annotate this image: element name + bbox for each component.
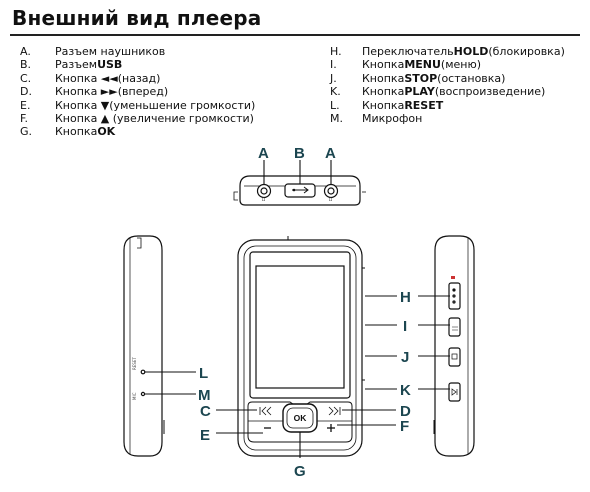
- legend-text: Кнопка: [362, 98, 405, 112]
- svg-text:Ω: Ω: [262, 197, 265, 202]
- legend-letter: J.: [330, 71, 337, 85]
- legend-text: Разъем наушников: [55, 45, 166, 58]
- device-top-view: Ω Ω: [233, 175, 366, 206]
- legend-letter: G.: [20, 125, 33, 139]
- legend-bold: STOP: [404, 71, 438, 85]
- prev-button-icon[interactable]: [259, 406, 272, 416]
- legend-item-k: K. Кнопка PLAY (воспроизведение): [330, 85, 565, 98]
- device-right-side-view: [433, 235, 475, 457]
- legend-item-f: F. Кнопка ▲ (увеличение громкости): [20, 112, 255, 125]
- callout-f: F: [400, 418, 409, 435]
- callout-a-left: A: [258, 145, 269, 162]
- legend-item-g: G. Кнопка OK: [20, 125, 255, 138]
- callout-h: H: [400, 289, 411, 306]
- callout-i: I: [403, 318, 407, 335]
- legend-item-e: E. Кнопка ▼(уменьшение громкости): [20, 99, 255, 112]
- legend-text: Кнопка ◄◄(назад): [55, 71, 161, 85]
- legend-letter: B.: [20, 58, 32, 72]
- legend-right-column: H. Переключатель HOLD (блокировка) I. Кноп…: [330, 45, 565, 125]
- legend-letter: L.: [330, 98, 340, 112]
- callout-d: D: [400, 403, 411, 420]
- volume-up-icon[interactable]: [327, 424, 335, 432]
- legend-bold: PLAY: [404, 85, 435, 99]
- legend-letter: F.: [20, 112, 29, 126]
- callout-c: C: [200, 403, 211, 420]
- mic-print: MIC: [132, 392, 137, 400]
- callout-l: L: [199, 365, 208, 382]
- legend-item-l: L. Кнопка RESET: [330, 99, 565, 112]
- legend-text: Кнопка: [362, 71, 405, 85]
- ok-button-label: OK: [294, 413, 308, 423]
- reset-button[interactable]: [140, 369, 146, 375]
- callout-e: E: [200, 427, 210, 444]
- page-title: Внешний вид плеера: [12, 6, 262, 30]
- legend-item-d: D. Кнопка ►►(вперед): [20, 85, 255, 98]
- legend-text: Кнопка: [362, 85, 405, 99]
- legend-letter: M.: [330, 112, 343, 126]
- legend-letter: H.: [330, 45, 342, 58]
- usb-port-icon: [284, 183, 316, 198]
- top-leader-lines: [263, 160, 332, 184]
- device-screen: [255, 265, 345, 389]
- legend-text: Кнопка ▲ (увеличение громкости): [55, 112, 254, 126]
- reset-print: RESET: [132, 357, 137, 370]
- legend-text: Разъем: [55, 58, 98, 72]
- legend-text: Кнопка ▼(уменьшение громкости): [55, 98, 256, 112]
- legend-text: Кнопка ►►(вперед): [55, 85, 169, 99]
- legend-bold: MENU: [404, 58, 441, 72]
- callout-j: J: [401, 349, 409, 366]
- hold-lock-icon: [451, 276, 455, 279]
- stop-button[interactable]: [448, 347, 461, 367]
- device-front-view: [237, 236, 365, 457]
- legend-left-column: A. Разъем наушников B. Разъем USB C. Кнопка…: [20, 45, 255, 139]
- legend-item-a: A. Разъем наушников: [20, 45, 255, 58]
- legend-text-after: (воспроизведение): [434, 85, 546, 99]
- next-button-icon[interactable]: [328, 406, 341, 416]
- legend-text-after: (меню): [440, 58, 482, 72]
- microphone-icon: [140, 391, 146, 397]
- legend-item-j: J. Кнопка STOP (остановка): [330, 72, 565, 85]
- legend-item-b: B. Разъем USB: [20, 58, 255, 71]
- leader-lines: [145, 295, 450, 458]
- legend-letter: I.: [330, 58, 337, 72]
- legend-item-m: M. Микрофон: [330, 112, 565, 125]
- legend-letter: K.: [330, 85, 341, 99]
- legend-text: Переключатель: [362, 45, 454, 58]
- legend-item-c: C. Кнопка ◄◄(назад): [20, 72, 255, 85]
- svg-text:Ω: Ω: [329, 197, 332, 202]
- legend-text: Кнопка: [55, 125, 98, 139]
- legend-text: Кнопка: [362, 58, 405, 72]
- legend-bold: RESET: [404, 98, 444, 112]
- control-pad: [247, 401, 353, 443]
- callout-g: G: [294, 463, 306, 480]
- callout-m: M: [198, 387, 211, 404]
- legend-bold: USB: [97, 58, 123, 72]
- legend-bold: OK: [97, 125, 116, 139]
- legend-letter: D.: [20, 85, 32, 99]
- legend-bold: HOLD: [453, 45, 489, 58]
- headphone-jack-right-icon: Ω: [323, 183, 339, 202]
- legend-text-after: (блокировка): [488, 45, 565, 58]
- legend-letter: C.: [20, 71, 32, 85]
- callout-a-right: A: [325, 145, 336, 162]
- title-underline: [10, 34, 580, 36]
- device-left-side-view: [123, 235, 165, 457]
- legend-item-i: I. Кнопка MENU (меню): [330, 58, 565, 71]
- legend-text-after: (остановка): [437, 71, 506, 85]
- headphone-jack-left-icon: Ω: [256, 183, 272, 202]
- callout-k: K: [400, 382, 411, 399]
- legend-item-h: H. Переключатель HOLD (блокировка): [330, 45, 565, 58]
- legend-letter: A.: [20, 45, 31, 58]
- legend-letter: E.: [20, 98, 31, 112]
- callout-b: B: [294, 145, 305, 162]
- legend-text: Микрофон: [362, 112, 423, 126]
